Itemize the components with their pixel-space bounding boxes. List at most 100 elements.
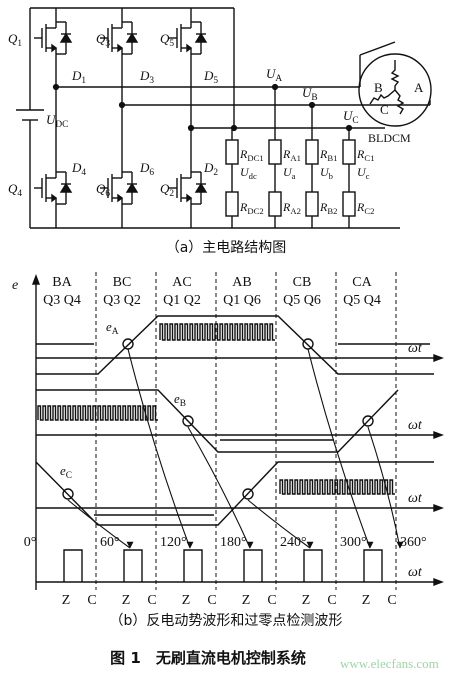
time-axis-label: ωt [408,341,423,356]
resistor-upper [225,139,239,165]
caption-b: （b）反电动势波形和过零点检测波形 [110,613,343,629]
zc-arrow-c2 [247,499,311,549]
switch-arrow [117,43,124,53]
resistor-label-lower: RA2 [282,200,301,216]
diode-symbol [59,32,73,43]
resistor-label-upper: RB1 [319,147,337,163]
switch-q2 [169,168,208,208]
junction-dot [118,101,126,109]
emf-c-label: eC [60,463,72,481]
resistor-label-upper: RDC1 [239,147,264,163]
motor-phase-c: C [380,102,389,117]
label-d3: D3 [139,68,154,86]
sector-phase-label: BA [52,275,72,290]
motor-lead [359,41,396,56]
zc-pulse [123,549,143,582]
zc-arrow-b2 [367,426,401,549]
angle-tick: 60° [100,535,120,550]
resistor-label-lower: RB2 [319,200,337,216]
node-ua-label: UA [266,66,282,84]
zero-cross-c2 [242,488,254,500]
emf-b-line [36,389,399,453]
label-d5: D5 [203,68,218,86]
sense-label: Udc [240,165,257,181]
sector-phase-label: CB [293,275,312,290]
time-axis-arrow [433,503,444,513]
zero-cross-b1 [182,415,194,427]
zc-arrow-c1-head [126,541,134,549]
angle-tick: 240° [280,535,307,550]
label-q1: Q1 [8,31,22,49]
zc-arrow-b2-head [396,541,404,549]
motor-coil-c [394,89,405,115]
resistor-upper [342,139,356,165]
sector-phase-label: AB [232,275,251,290]
angle-tick: 0° [24,535,37,550]
label-d2: D2 [203,160,218,178]
sense-label: Uc [357,165,370,181]
zc-arrow-c2-head [306,541,314,549]
zc-label-z: Z [302,593,311,608]
time-axis-arrow [433,353,444,363]
angle-tick: 360° [400,535,427,550]
pwm-a [159,323,275,341]
motor-coil-a [390,60,400,90]
resistor-label-lower: RC2 [356,200,374,216]
angle-tick: 120° [160,535,187,550]
source-label: UDC [46,112,68,130]
resistor-upper [268,139,282,165]
switch-arrow [51,43,58,53]
resistor-lower [342,191,356,217]
zc-label-z: Z [242,593,251,608]
zc-label-c: C [207,593,216,608]
figure-title: 图 1 无刷直流电机控制系统 [110,649,306,667]
zc-pulse [63,549,83,582]
zc-arrow-b1 [187,426,251,549]
sector-switch-label: Q3 Q2 [103,293,141,308]
label-d6: D6 [139,160,154,178]
sector-switch-label: Q5 Q4 [343,293,381,308]
node-uc-label: UC [343,108,359,126]
watermark-text: www.elecfans.com [340,656,439,671]
emf-c-line [35,461,434,526]
label-d1: D1 [71,68,86,86]
junction-dot [52,83,60,91]
zc-arrow-a1-head [186,541,194,549]
zc-label-z: Z [182,593,191,608]
zc-pulse [243,549,263,582]
zc-arrow-a1 [127,348,191,549]
time-axis-label: ωt [408,565,423,580]
main-circuit-diagram [16,7,432,229]
pwm-b [37,405,158,421]
switch-q6 [100,168,139,208]
angle-tick: 180° [220,535,247,550]
angle-tick: 300° [340,535,367,550]
diode-symbol [194,182,208,193]
motor-label: BLDCM [368,131,411,145]
pwm-c [279,479,395,495]
sector-switch-label: Q1 Q2 [163,293,201,308]
time-axis-arrow [433,430,444,440]
label-q4: Q4 [8,181,22,199]
y-axis-label: e [12,278,18,293]
motor-phase-b: B [374,80,383,95]
switch-arrow [186,43,193,53]
motor-phase-a: A [414,80,424,95]
zc-label-c: C [327,593,336,608]
diode-symbol [125,32,139,43]
resistor-lower [268,191,282,217]
switch-q1 [34,18,73,58]
emf-a-label: eA [106,319,119,337]
zc-arrow-b1-head [246,541,254,549]
zero-cross-b2 [362,415,374,427]
zc-pulse [303,549,323,582]
zc-arrow-a2-head [366,541,374,549]
switch-arrow [186,193,193,203]
time-axis-label: ωt [408,491,423,506]
caption-a: （a）主电路结构图 [166,240,287,256]
resistor-lower [225,191,239,217]
zc-arrow-a2 [307,348,371,549]
